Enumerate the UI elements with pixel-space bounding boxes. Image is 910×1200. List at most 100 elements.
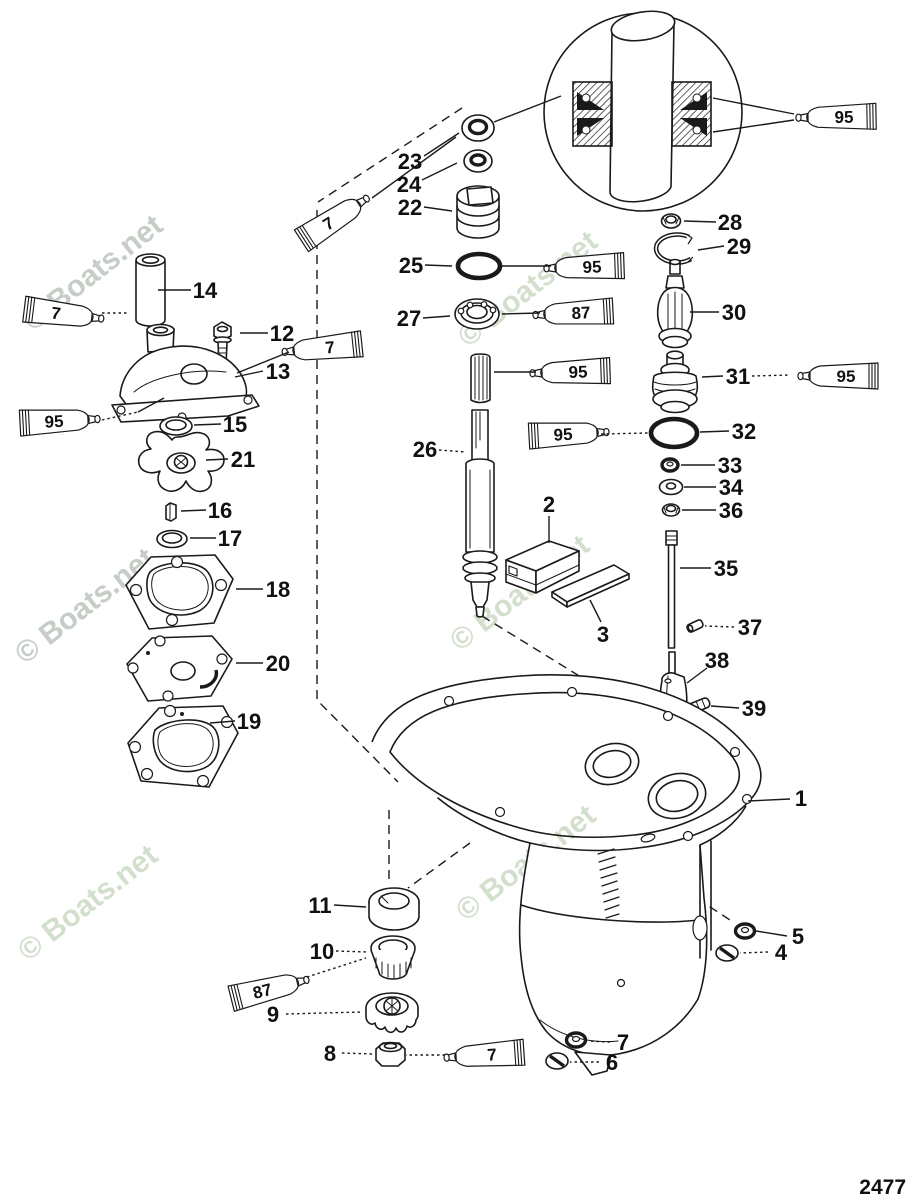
part-label-26: 26 [413, 437, 437, 462]
part-label-18: 18 [266, 577, 290, 602]
part-label-2: 2 [543, 492, 555, 517]
part-label-33: 33 [718, 453, 742, 478]
part-label-24: 24 [397, 172, 422, 197]
seal-left [572, 81, 613, 147]
tube-label: 95 [582, 257, 602, 277]
lubricant-tube-95-near-25: 95 [542, 252, 626, 282]
part-seal-ring-5 [733, 922, 757, 940]
part-driveshaft-26 [462, 353, 498, 618]
tube-label: 7 [324, 338, 335, 358]
detail-circle-driveshaft-seals [493, 10, 795, 212]
part-shim-3 [551, 564, 630, 608]
part-label-11: 11 [308, 893, 331, 918]
part-gear-housing-1 [371, 673, 762, 1076]
part-label-38: 38 [705, 648, 729, 673]
part-label-14: 14 [193, 278, 218, 303]
part-label-3: 3 [597, 622, 609, 647]
part-gasket-19 [127, 704, 239, 788]
tube-label: 7 [50, 304, 62, 324]
part-bushing-assembly-31 [651, 350, 699, 414]
part-label-4: 4 [775, 940, 788, 965]
part-oil-seal-23 [461, 114, 495, 142]
lubricant-tube-7-right-of-13: 7 [280, 330, 364, 366]
part-impeller-21 [137, 430, 225, 493]
part-seal-15 [159, 416, 193, 436]
part-label-27: 27 [397, 306, 421, 331]
part-label-37: 37 [738, 615, 762, 640]
part-pinion-nut-8 [375, 1041, 406, 1067]
part-label-13: 13 [266, 359, 290, 384]
part-label-10: 10 [310, 939, 334, 964]
part-label-39: 39 [742, 696, 766, 721]
part-grommet-33 [660, 457, 680, 473]
part-nut-28 [660, 213, 682, 229]
lubricant-tube-95-left-mid: 95 [18, 405, 102, 437]
part-label-22: 22 [398, 195, 422, 220]
lubricant-tube-7-bottom-mid: 7 [442, 1038, 526, 1072]
part-label-6: 6 [606, 1050, 618, 1075]
lubricant-tube-95-detail-circle: 95 [795, 102, 877, 132]
lubricant-tube-95-near-32: 95 [527, 418, 611, 450]
part-label-12: 12 [270, 321, 294, 346]
part-nut-36 [661, 503, 681, 517]
shaft-cross-section [609, 10, 676, 203]
part-label-16: 16 [208, 498, 232, 523]
part-shift-cam-follower-30 [656, 258, 694, 349]
part-label-23: 23 [398, 149, 422, 174]
watermark: © Boats.net [12, 839, 164, 968]
part-label-7: 7 [617, 1030, 629, 1055]
part-label-1: 1 [795, 786, 807, 811]
lubricant-tube-87-near-27: 87 [531, 297, 615, 329]
part-retaining-ring-29 [653, 232, 694, 265]
part-label-17: 17 [218, 526, 242, 551]
part-shift-shaft-35 [665, 530, 678, 678]
part-water-pump-housing-13 [111, 323, 260, 423]
seal-right [671, 81, 712, 147]
lubricant-tube-95-near-26: 95 [528, 357, 612, 387]
part-label-31: 31 [726, 364, 750, 389]
lubricant-tube-7-top-left: 7 [293, 185, 377, 253]
part-label-29: 29 [727, 234, 751, 259]
part-screw-6 [545, 1052, 569, 1070]
part-sleeve-14 [135, 253, 166, 327]
part-shim-set-2 [505, 540, 580, 594]
leader-lines [101, 132, 791, 1063]
lubricant-tube-87-bottom-left: 87 [227, 966, 313, 1012]
part-label-32: 32 [732, 419, 756, 444]
tube-label: 87 [251, 980, 274, 1003]
part-impeller-key-16 [165, 502, 177, 522]
part-oil-seal-24 [463, 149, 493, 173]
part-seal-ring-7 [564, 1031, 588, 1049]
part-label-19: 19 [237, 709, 261, 734]
part-bearing-race-11 [368, 887, 420, 931]
tube-label: 7 [487, 1045, 498, 1065]
part-seal-ring-17 [156, 529, 188, 549]
watermark: © Boats.net [452, 225, 604, 354]
part-face-plate-20 [126, 635, 233, 702]
part-ball-bearing-27 [454, 298, 500, 330]
lubricant-tube-95-right-of-31: 95 [797, 362, 879, 390]
part-gasket-18 [125, 554, 234, 630]
part-o-ring-25 [455, 251, 503, 281]
part-washer-34 [658, 478, 684, 496]
tube-label: 95 [834, 108, 853, 127]
lubricant-tube-7-left-upper: 7 [22, 295, 106, 333]
part-label-8: 8 [324, 1041, 336, 1066]
part-screw-4 [715, 944, 739, 962]
tube-label: 95 [837, 367, 856, 386]
tube-label: 95 [553, 425, 573, 445]
part-label-21: 21 [231, 447, 255, 472]
tube-label: 87 [571, 303, 591, 323]
part-label-5: 5 [792, 924, 804, 949]
part-seal-carrier-22 [456, 185, 500, 239]
part-tapered-bearing-10 [370, 935, 416, 980]
tube-label: 95 [44, 412, 64, 432]
part-pinion-gear-9 [365, 992, 419, 1034]
part-pin-37 [686, 619, 704, 633]
part-label-30: 30 [722, 300, 746, 325]
tube-label: 95 [568, 362, 588, 382]
part-label-36: 36 [719, 498, 743, 523]
part-label-15: 15 [223, 412, 247, 437]
